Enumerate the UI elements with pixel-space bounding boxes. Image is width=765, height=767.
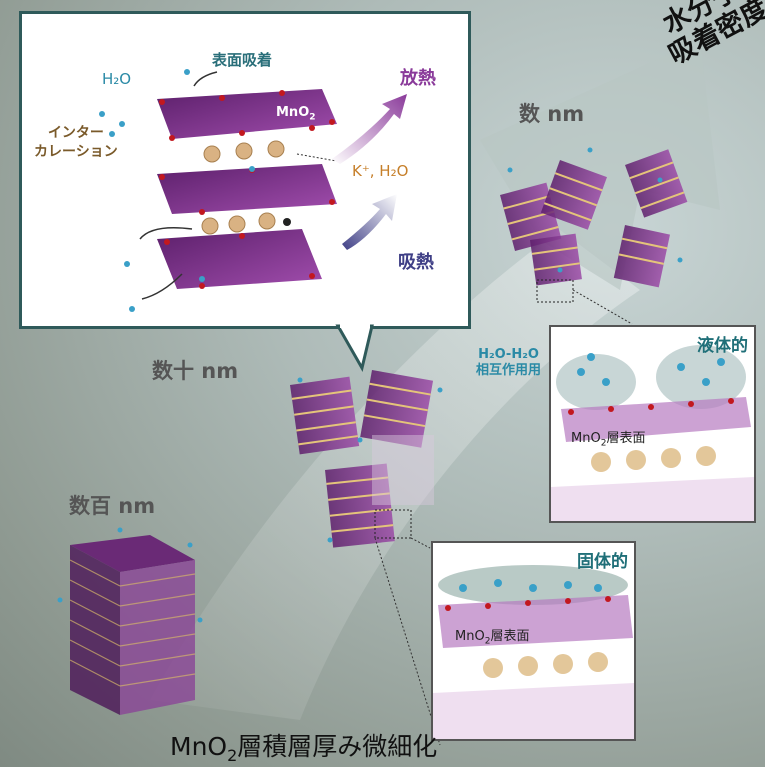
- mno2-label: MnO2: [276, 105, 316, 123]
- heat-release-label: 放熱: [400, 68, 436, 89]
- panel-solid-graphic: [433, 565, 634, 739]
- growth-sweep: [150, 230, 640, 720]
- inset-crystal-graphic: [99, 69, 407, 312]
- stacks-tens-nm: [290, 370, 441, 746]
- stack-hundreds-nm: [69, 535, 196, 715]
- water-molecules: [57, 147, 683, 623]
- scale-label-tens-nm: 数十 nm: [152, 359, 239, 383]
- solid-title: 固体的: [577, 552, 628, 572]
- solid-surface-label: MnO2層表面: [455, 629, 530, 647]
- h2o-label: H₂O: [102, 70, 132, 88]
- liquid-title: 液体的: [697, 336, 748, 356]
- inset-intercalation: H₂O 表面吸着 MnO2 インター カレーション K⁺, H₂O 放熱 吸熱: [19, 11, 471, 329]
- panel-solid-like: 固体的 MnO2層表面: [431, 541, 636, 741]
- density-arrow: [480, 40, 720, 290]
- h2o-interaction-label: H₂O-H₂O 相互作用用: [476, 347, 542, 378]
- surface-adsorption-label: 表面吸着: [212, 51, 273, 69]
- figure-title: MnO2層積層厚み微細化: [170, 732, 438, 765]
- panel-liquid-like: 液体的 MnO2層表面: [549, 325, 756, 523]
- intercalation-label: インター カレーション: [34, 125, 118, 160]
- heat-absorption-label: 吸熱: [398, 252, 434, 273]
- liquid-surface-label: MnO2層表面: [571, 431, 646, 449]
- scale-label-hundreds-nm: 数百 nm: [69, 494, 156, 518]
- panel-liquid-graphic: [551, 345, 754, 521]
- k-h2o-label: K⁺, H₂O: [352, 162, 409, 180]
- scale-label-few-nm: 数 nm: [519, 102, 585, 126]
- stacks-few-nm: [499, 149, 688, 325]
